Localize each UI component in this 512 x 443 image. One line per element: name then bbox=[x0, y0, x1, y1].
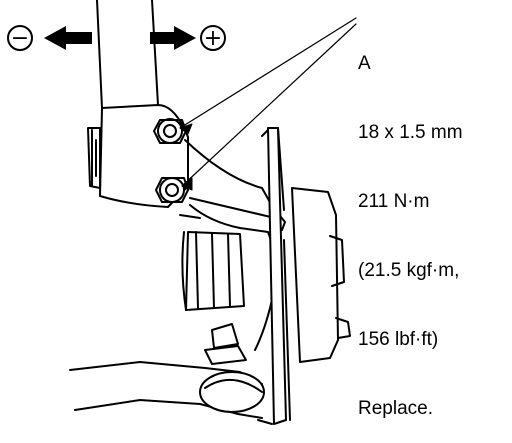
wheel-hub bbox=[291, 187, 351, 363]
callout-label: A 18 x 1.5 mm 211 N·m (21.5 kgf·m, 156 l… bbox=[358, 6, 463, 443]
brake-disc bbox=[257, 127, 291, 425]
arrow-left-icon bbox=[44, 26, 92, 50]
driveshaft-boot bbox=[181, 231, 245, 311]
callout-torque-lbf: 156 lbf·ft) bbox=[358, 329, 439, 350]
lower-bolt bbox=[155, 177, 189, 203]
plus-sign-icon: + bbox=[200, 25, 226, 51]
callout-note: Replace. bbox=[358, 398, 433, 419]
callout-torque-nm: 211 N·m bbox=[358, 191, 430, 212]
upper-bolt bbox=[153, 118, 187, 144]
strut-tube bbox=[96, 0, 159, 109]
leader-line-upper bbox=[179, 17, 357, 129]
leader-line-lower bbox=[181, 23, 357, 187]
callout-size: 18 x 1.5 mm bbox=[358, 122, 463, 143]
callout-torque-kgf: (21.5 kgf·m, bbox=[358, 260, 460, 281]
lower-arm bbox=[69, 323, 265, 419]
arrow-right-icon bbox=[150, 26, 196, 50]
suspension-diagram bbox=[44, 0, 357, 425]
callout-letter: A bbox=[358, 53, 371, 74]
minus-sign-icon: − bbox=[7, 25, 33, 51]
